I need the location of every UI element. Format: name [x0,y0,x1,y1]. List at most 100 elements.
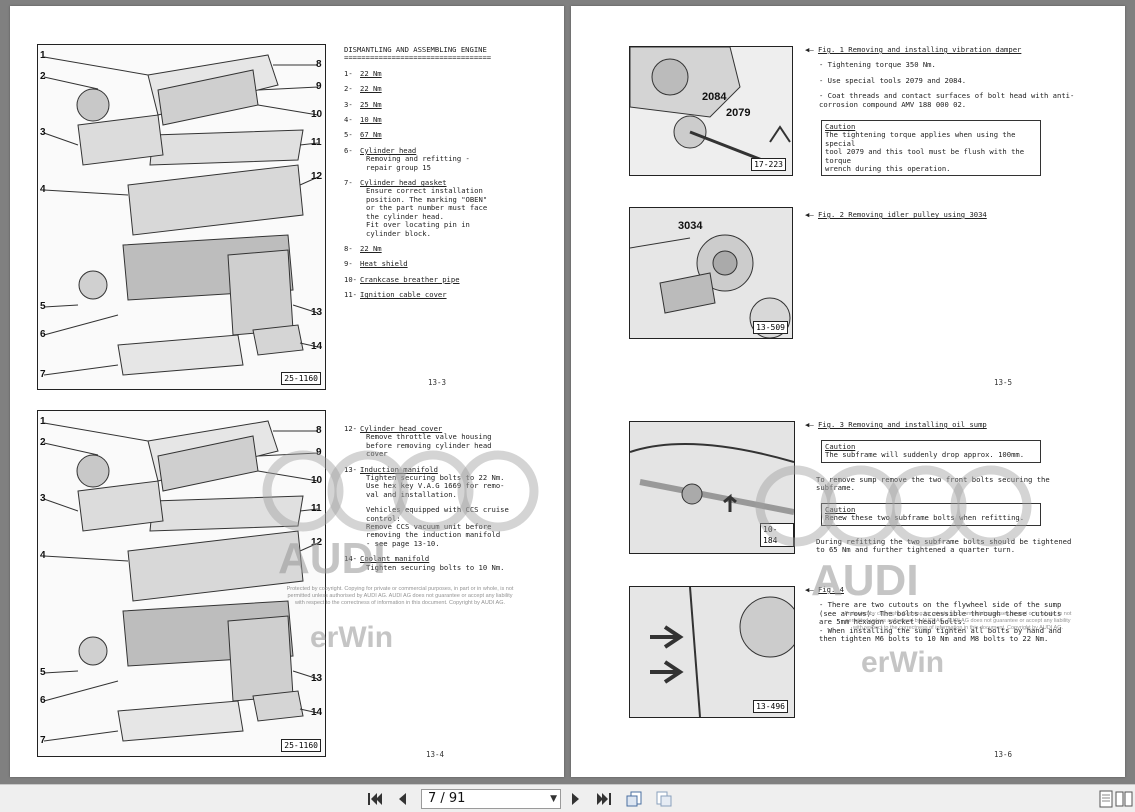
item-note: Fit over locating pin in [366,220,470,230]
item-note: position. The marking "OBEN" [366,194,488,204]
callout-13: 13 [311,673,323,684]
callout-2084: 2084 [702,91,727,103]
last-page-icon[interactable] [594,789,614,809]
callout-12: 12 [311,537,323,548]
callout-8: 8 [316,425,322,436]
item-number: 10- [344,274,357,284]
engine-exploded-diagram-bottom: 1 2 3 4 5 6 7 8 9 10 11 12 13 14 25-1160 [37,410,326,757]
figure-3-title: Fig. 3 Removing and installing oil sump [817,420,987,429]
item-note: control: [366,513,401,523]
item-number: 7- [344,178,353,188]
figure-1-text: ◀— Fig. 1 Removing and installing vibrat… [805,45,1075,109]
callout-5: 5 [40,667,46,678]
figure-code: 13-496 [753,700,788,713]
single-page-icon[interactable] [1096,789,1116,809]
callout-13: 13 [311,307,323,318]
item-note: Remove CCS vacuum unit before [366,522,492,532]
audi-rings-watermark [751,461,1041,556]
chevron-down-icon[interactable]: ▼ [550,794,557,804]
item-number: 4- [344,115,353,125]
item-number: 3- [344,99,353,109]
caution-box: Caution The tightening torque applies wh… [821,120,1041,177]
callout-1: 1 [40,416,46,427]
item-note: before removing cylinder head [366,440,492,450]
item-note: repair group 15 [366,162,431,172]
site-watermark: erWin [310,621,394,654]
item-label: Coolant manifold [360,554,430,564]
first-page-icon[interactable] [365,789,385,809]
callout-10: 10 [311,475,323,486]
item-note: - see page 13-10. [366,538,440,548]
figure-3-paragraph-1: To remove sump remove the two front bolt… [816,475,1050,493]
callout-10: 10 [311,109,323,120]
item-number: 9- [344,259,353,269]
item-label: 10 Nm [360,115,382,125]
engine-exploded-diagram-top: 1 2 3 4 5 6 7 8 9 10 11 12 13 14 25-1160 [37,44,326,390]
callout-8: 8 [316,59,322,70]
document-page-left: 1 2 3 4 5 6 7 8 9 10 11 12 13 14 25-1160… [10,6,564,777]
copyright-notice: Protected by copyright. Copying for priv… [844,611,1072,631]
callout-14: 14 [311,341,323,352]
parts-list-item: 2-22 Nm [344,84,554,93]
item-note: Vehicles equipped with CCS cruise [366,505,509,515]
item-label: Cylinder head cover [360,424,443,433]
callout-6: 6 [40,329,46,340]
figure-4-sump-bolts: 13-496 [629,586,795,718]
item-label: Crankcase breather pipe [360,274,460,284]
caution-box: Caution Renew these two subframe bolts w… [821,503,1041,526]
item-label: Ignition cable cover [360,290,447,300]
item-number: 12- [344,424,357,433]
callout-3: 3 [40,493,46,504]
item-label: 22 Nm [360,243,382,253]
rotate-view-icon[interactable] [624,789,644,809]
item-number: 5- [344,130,353,140]
figure-2-idler-pulley: 3034 13-509 [629,207,793,339]
item-note: the cylinder head. [366,211,444,221]
parts-list-item: 1-22 Nm [344,68,554,78]
item-note: Use hex key V.A.G 1669 for remo- [366,481,505,491]
next-page-icon[interactable] [566,789,586,809]
figure-code: 10-184 [760,523,794,547]
fit-view-icon[interactable] [654,789,674,809]
callout-12: 12 [311,171,323,182]
figure-2-title: Fig. 2 Removing idler pulley using 3034 [817,210,987,219]
item-number: 11- [344,290,357,300]
callout-2: 2 [40,437,46,448]
callout-3: 3 [40,127,46,138]
prev-page-icon[interactable] [392,789,412,809]
callout-4: 4 [40,184,46,195]
page-number-value: 7 / 91 [428,791,466,806]
callout-4: 4 [40,550,46,561]
item-number: 1- [344,68,353,78]
item-note: val and installation. [366,489,457,499]
item-note: Tighten securing bolts to 10 Nm. [366,562,505,572]
item-note: Tighten securing bolts to 22 Nm. [366,473,505,483]
two-page-icon[interactable] [1114,789,1134,809]
item-note: Removing and refitting - [366,154,470,164]
page-number-input[interactable]: 7 / 91 ▼ [421,789,561,809]
caution-box: Caution The subframe will suddenly drop … [821,440,1041,463]
parts-list-item: 11-Ignition cable cover [344,290,554,300]
page-number: 13-3 [428,378,447,387]
figure-3-paragraph-2: During refitting the two subframe bolts … [816,537,1072,555]
callout-11: 11 [311,137,322,148]
parts-list-item: 8-22 Nm [344,243,554,253]
figure-code: 25-1160 [281,372,321,385]
item-note: cover [366,449,388,459]
callout-3034: 3034 [678,220,703,232]
parts-list-item: 4- 10 Nm [344,115,554,125]
callout-7: 7 [40,735,46,746]
callout-5: 5 [40,301,46,312]
callout-7: 7 [40,369,46,380]
brand-watermark: AUDI [278,534,386,583]
page-number: 13-5 [994,378,1013,387]
item-note: cylinder block. [366,228,431,238]
item-label: Cylinder head gasket [360,178,447,188]
item-number: 6- [344,145,353,155]
page-number: 13-6 [994,750,1013,759]
section-heading: DISMANTLING AND ASSEMBLING ENGINE [344,45,487,54]
item-number: 14- [344,554,357,564]
